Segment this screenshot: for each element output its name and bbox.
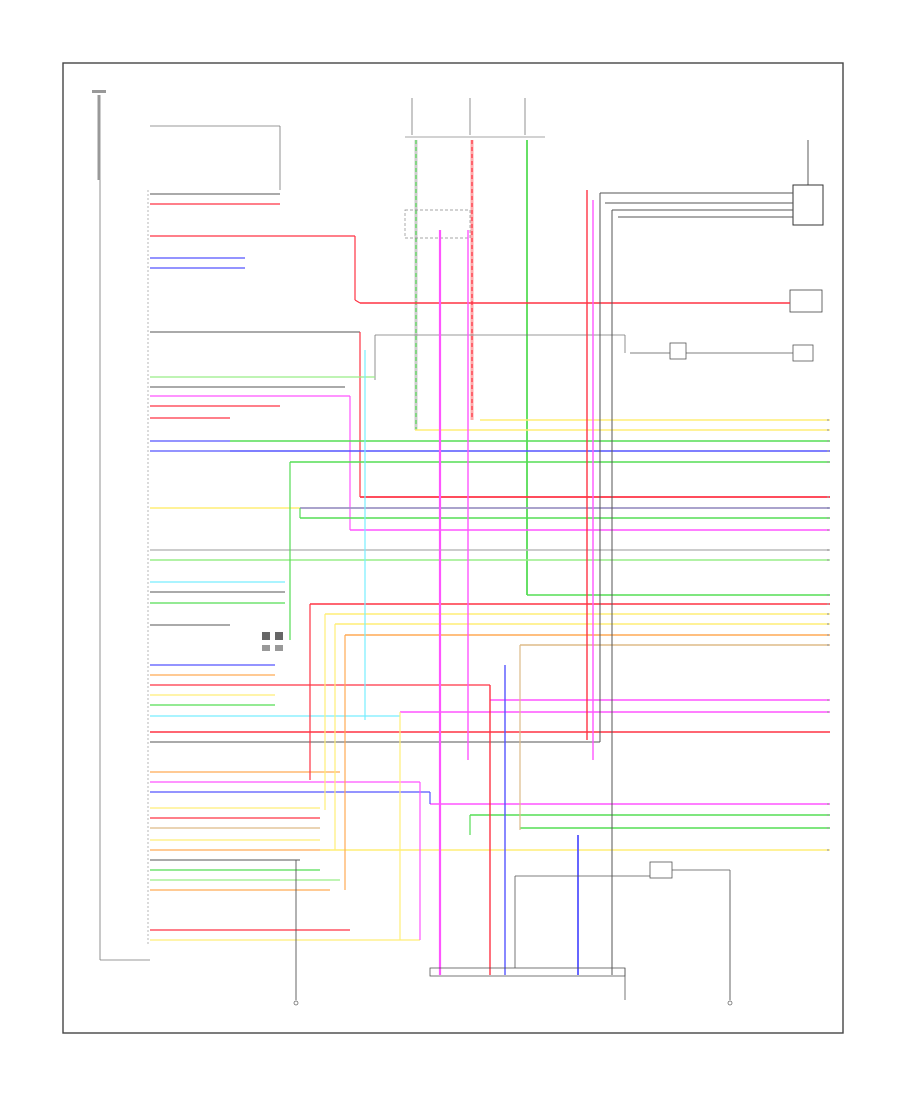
splice-blocks <box>262 632 283 651</box>
ground-symbols <box>293 1000 733 1006</box>
right-sensor <box>600 140 824 226</box>
top-power-feeds <box>404 98 545 595</box>
right-terminal-markers <box>827 419 829 851</box>
right-joint <box>360 289 823 380</box>
bottom-connector <box>429 861 731 1000</box>
right-harness-runs <box>230 419 830 851</box>
diagram-frame <box>62 62 844 1034</box>
vertical-risers <box>289 190 731 1000</box>
left-ecu <box>92 90 281 961</box>
